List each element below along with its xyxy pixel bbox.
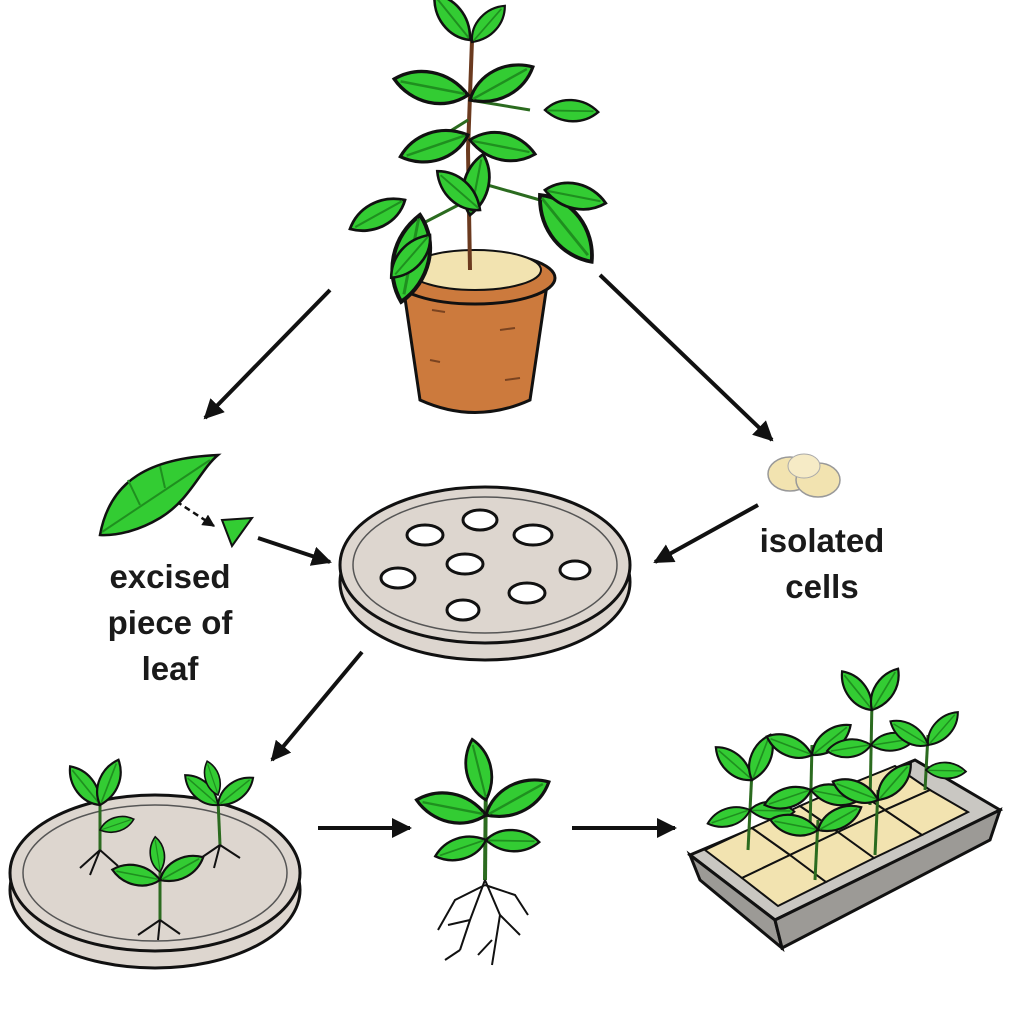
process-arrows — [167, 273, 774, 838]
roots — [437, 879, 529, 966]
arrow-plant-to-cells — [598, 273, 774, 442]
excised-leaf — [98, 453, 255, 549]
arrow-cells-to-dish — [653, 503, 759, 564]
arrow-plant-to-leaf — [203, 288, 332, 420]
rooted-plantlet — [411, 736, 557, 966]
petri-dish-plantlets — [8, 755, 302, 970]
leaf-piece — [220, 516, 255, 549]
isolated-cells — [767, 453, 841, 498]
petri-dish-callus — [338, 485, 632, 662]
arrow-leaf-cut — [167, 494, 216, 528]
clay-pot — [393, 249, 557, 414]
isolated-cells-label-line-1: isolated — [759, 522, 885, 559]
excised-leaf-label: excised piece of leaf — [70, 554, 270, 692]
arrow-leaf-to-dish — [257, 536, 332, 566]
small-plantlets — [63, 755, 260, 941]
excised-leaf-label-line-2: piece of — [107, 604, 233, 641]
excised-leaf-label-line-1: excised — [109, 558, 231, 595]
arrow-dish-to-plantlets — [270, 650, 364, 762]
parent-plant-in-pot — [343, 0, 611, 414]
seedling-tray — [686, 663, 1004, 953]
tray-seedlings — [704, 663, 968, 881]
callus-clumps — [379, 508, 592, 622]
excised-leaf-label-line-3: leaf — [141, 650, 199, 687]
isolated-cells-label: isolated cells — [722, 518, 922, 610]
isolated-cells-label-line-2: cells — [785, 568, 859, 605]
